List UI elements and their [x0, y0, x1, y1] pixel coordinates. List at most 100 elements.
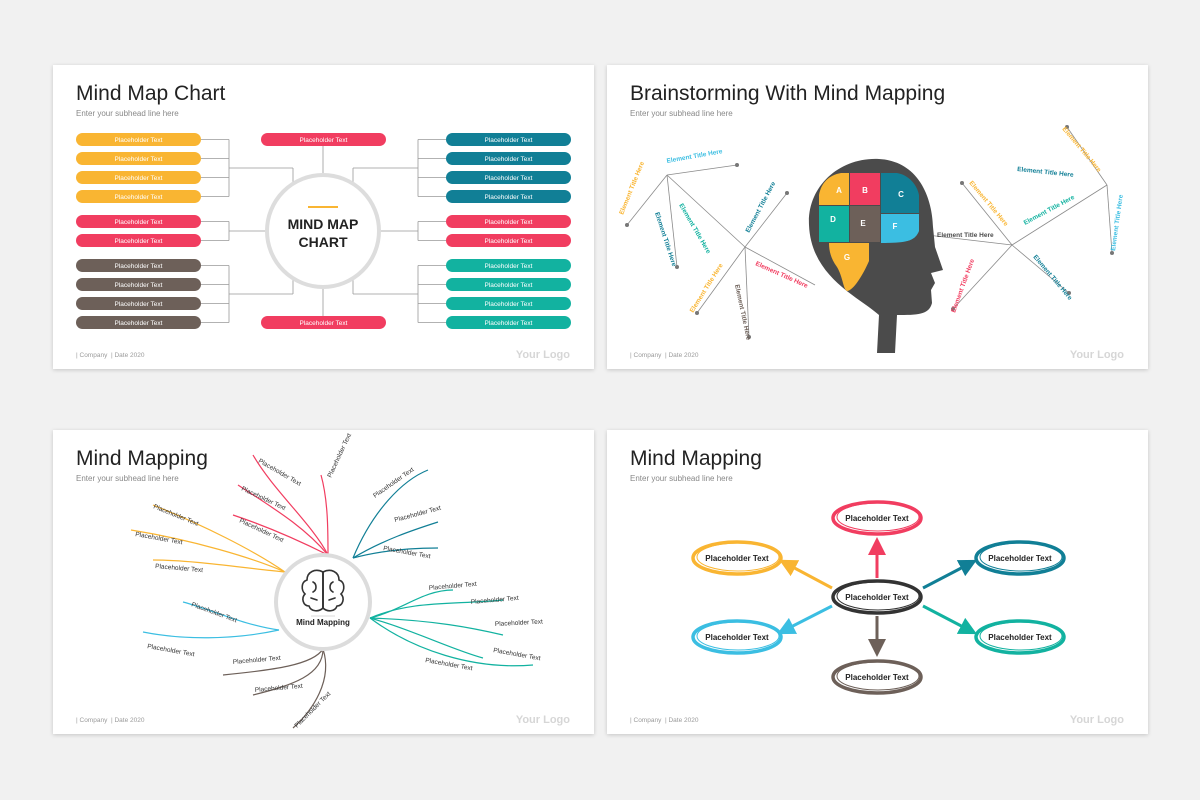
footer-date: | Date 2020	[110, 717, 145, 724]
node-arrows	[776, 537, 977, 657]
pill-label: Placeholder Text	[115, 175, 163, 182]
branch-label: Placeholder Text	[383, 545, 432, 560]
brain-letter-g: G	[844, 253, 850, 262]
center-label-line-2: CHART	[299, 234, 348, 250]
center-node-label: Placeholder Text	[845, 593, 909, 602]
pill-label: Placeholder Text	[485, 194, 533, 201]
slide-mind-mapping-branches[interactable]: Mind Mapping Enter your subhead line her…	[53, 430, 594, 734]
branch-end-dot	[951, 307, 955, 311]
slide-mind-mapping-ovals[interactable]: Mind Mapping Enter your subhead line her…	[607, 430, 1148, 734]
oval-node-label: Placeholder Text	[845, 673, 909, 682]
brain-segment-f	[881, 214, 919, 243]
branch-curve	[232, 514, 329, 556]
left-pill: Placeholder Text	[76, 171, 201, 184]
branch-label: Placeholder Text	[135, 531, 184, 546]
element-title-label: Element Title Here	[677, 203, 712, 256]
branch-line	[961, 182, 1013, 246]
pill-label: Placeholder Text	[485, 263, 533, 270]
branch-label: Placeholder Text	[152, 503, 199, 528]
branch-line	[1011, 244, 1070, 294]
slide-subtitle: Enter your subhead line here	[76, 474, 179, 483]
brain-letter-c: C	[898, 190, 904, 199]
pill-label: Placeholder Text	[300, 137, 348, 144]
brain-puzzle	[819, 173, 919, 291]
element-title-label: Element Title Here	[967, 180, 1009, 228]
branch-label: Placeholder Text	[429, 581, 478, 592]
branch-curve	[369, 617, 534, 667]
branch-label: Placeholder Text	[238, 517, 285, 544]
right-pill: Placeholder Text	[446, 133, 571, 146]
branch-curve	[352, 547, 439, 559]
right-pill: Placeholder Text	[446, 297, 571, 310]
branch-label: Placeholder Text	[326, 432, 353, 479]
element-title-label: Element Title Here	[689, 262, 725, 314]
slide-brainstorming[interactable]: Brainstorming With Mind Mapping Enter yo…	[607, 65, 1148, 369]
branch-curve	[222, 648, 324, 676]
right-pill: Placeholder Text	[446, 171, 571, 184]
branch-label: Placeholder Text	[293, 690, 332, 729]
right-pill: Placeholder Text	[446, 152, 571, 165]
branch-end-dot	[747, 335, 751, 339]
node-arrow	[922, 559, 977, 590]
element-title-label: Element Title Here	[733, 284, 752, 341]
branch-end-dot	[625, 223, 629, 227]
logo: Your Logo	[515, 714, 570, 726]
branch-line	[626, 174, 668, 226]
branch-label: Placeholder Text	[147, 643, 196, 658]
element-title-label: Element Title Here	[618, 160, 646, 215]
slide-subtitle: Enter your subhead line here	[76, 109, 179, 118]
element-title-label: Element Title Here	[666, 148, 723, 165]
slide-title: Mind Mapping	[630, 447, 762, 470]
mind-map-chart-diagram: MIND MAP CHART Placeholder TextPlacehold…	[76, 133, 571, 329]
branch-curve	[292, 648, 327, 729]
branch-label: Placeholder Text	[495, 618, 543, 628]
branch-curve	[369, 589, 454, 619]
branch-lines	[626, 126, 1113, 338]
pill-label: Placeholder Text	[115, 282, 163, 289]
oval-node: Placeholder Text	[691, 619, 783, 655]
branch-label: Placeholder Text	[394, 505, 442, 524]
pill-label: Placeholder Text	[485, 282, 533, 289]
slide-mind-map-chart[interactable]: Mind Map Chart Enter your subhead line h…	[53, 65, 594, 369]
oval-node-label: Placeholder Text	[845, 514, 909, 523]
branch-end-dot	[1110, 251, 1114, 255]
branch-curve	[252, 648, 324, 696]
branch-curve	[320, 474, 329, 556]
branch-end-dot	[735, 163, 739, 167]
element-title-label: Element Title Here	[950, 258, 976, 314]
pill-label: Placeholder Text	[115, 156, 163, 163]
oval-node-label: Placeholder Text	[705, 633, 769, 642]
pill-label: Placeholder Text	[115, 194, 163, 201]
node-arrow	[922, 604, 977, 635]
branch-line	[696, 246, 746, 314]
element-title-label: Element Title Here	[1017, 166, 1074, 179]
logo: Your Logo	[515, 349, 570, 361]
brain-segment-g	[829, 243, 869, 291]
branch-curve	[369, 617, 484, 659]
right-pill: Placeholder Text	[446, 278, 571, 291]
slide-subtitle: Enter your subhead line here	[630, 474, 733, 483]
pill-label: Placeholder Text	[485, 301, 533, 308]
branch-end-dot	[1067, 291, 1071, 295]
branch-curve	[252, 454, 329, 556]
branch-end-dots	[625, 125, 1114, 339]
branch-curve	[182, 601, 280, 631]
right-pill: Placeholder Text	[446, 259, 571, 272]
left-pill: Placeholder Text	[76, 234, 201, 247]
left-pill: Placeholder Text	[76, 152, 201, 165]
left-pill: Placeholder Text	[76, 133, 201, 146]
left-pill: Placeholder Text	[76, 259, 201, 272]
branch-line	[926, 234, 1013, 246]
slide-title: Brainstorming With Mind Mapping	[630, 82, 946, 105]
oval-node: Placeholder Text	[831, 500, 923, 536]
element-title-label: Element Title Here	[1060, 126, 1102, 174]
slide-footer: | Company | Date 2020	[630, 352, 698, 359]
branch-end-dot	[1065, 125, 1069, 129]
branch-curve	[237, 484, 329, 556]
pill-label: Placeholder Text	[115, 219, 163, 226]
branch-end-dot	[695, 311, 699, 315]
pill-label: Placeholder Text	[115, 263, 163, 270]
oval-node-label: Placeholder Text	[988, 633, 1052, 642]
